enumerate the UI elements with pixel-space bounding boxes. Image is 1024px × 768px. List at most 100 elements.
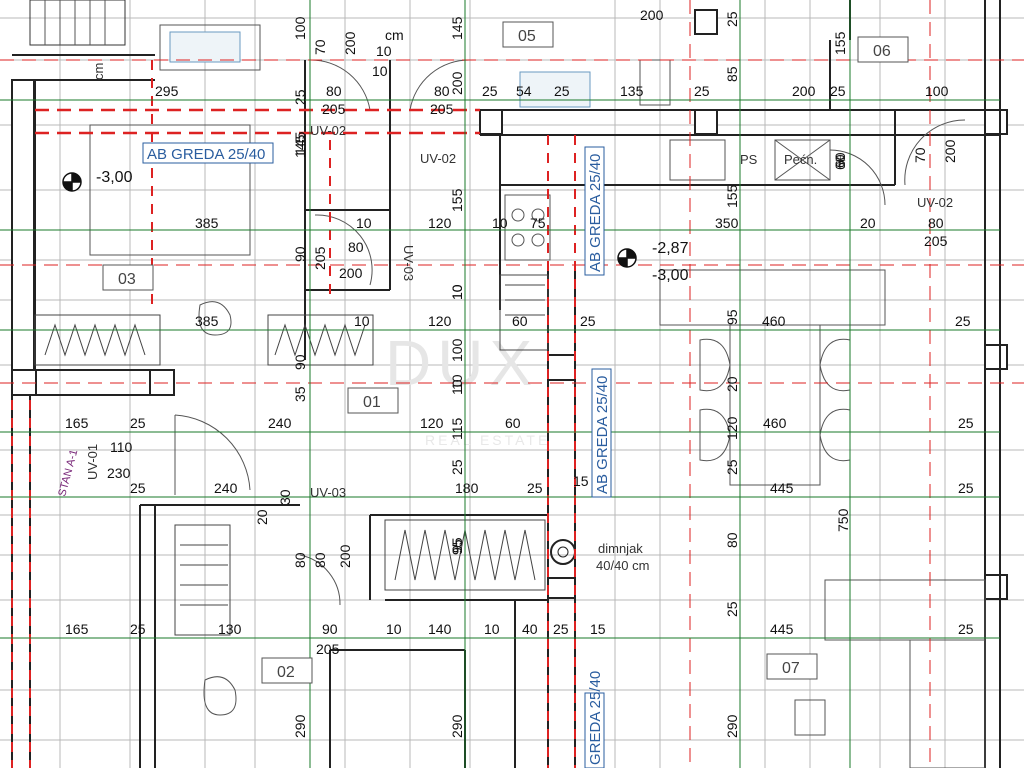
- dimension: 120: [428, 215, 452, 231]
- dimension-lines: [0, 0, 1000, 768]
- opening-label: UV-01: [85, 444, 100, 480]
- dimension: 140: [428, 621, 452, 637]
- dimension: 290: [292, 714, 308, 738]
- level-value-07-a: -2,87: [652, 240, 689, 257]
- chimney-label: dimnjak: [598, 541, 643, 556]
- notes: UV-02 UV-02 UV-02 UV-03 UV-03 UV-01 PS P…: [56, 63, 953, 573]
- oven-label: Pećn.: [784, 152, 817, 167]
- room-label-06: 06: [873, 43, 891, 60]
- dimension: 200: [337, 544, 353, 568]
- dimension: 90: [322, 621, 338, 637]
- watermark: DUX: [385, 327, 538, 399]
- dimension: 200: [792, 83, 816, 99]
- room-label-01: 01: [363, 394, 381, 411]
- dimension: 120: [428, 313, 452, 329]
- opening-label: UV-02: [310, 123, 346, 138]
- dimension: 350: [715, 215, 739, 231]
- dimension: 100: [449, 338, 465, 362]
- watermark-subtitle: REAL ESTATE: [425, 432, 550, 448]
- dimension: 70: [312, 39, 328, 55]
- dimension: 385: [195, 313, 219, 329]
- dimension: 10: [449, 374, 465, 390]
- dimension: 445: [770, 621, 794, 637]
- dimension: 90: [292, 354, 308, 370]
- dimension: 80: [928, 215, 944, 231]
- oven-box: [774, 139, 831, 181]
- dimension: 135: [620, 83, 644, 99]
- beam-label-1: AB GREDA 25/40: [147, 146, 265, 163]
- level-markers: -3,00 -2,87 -3,00: [62, 169, 689, 284]
- dimension: 80: [348, 239, 364, 255]
- dimension: 460: [762, 313, 786, 329]
- dimension: 35: [292, 386, 308, 402]
- dimension: 95: [449, 537, 465, 553]
- dimension: 240: [268, 415, 292, 431]
- dimension: 200: [342, 31, 358, 55]
- dining-table: [729, 324, 821, 486]
- dimension: 130: [218, 621, 242, 637]
- dimension: 20: [254, 509, 270, 525]
- dimension: 60: [832, 154, 848, 170]
- opening-label: UV-02: [917, 195, 953, 210]
- dimension: 205: [430, 101, 454, 117]
- dimension: 145: [292, 134, 308, 158]
- dimension: 10: [492, 215, 508, 231]
- dimension: 25: [694, 83, 710, 99]
- stove: [504, 194, 551, 261]
- room-label-05: 05: [518, 28, 536, 45]
- dimension: 20: [860, 215, 876, 231]
- dimension: 445: [770, 480, 794, 496]
- dimension: 60: [832, 152, 848, 168]
- vertical-dimension-texts: 100 145 25 145 155 90 205 80 200 90 35 1…: [254, 7, 958, 738]
- dimension: 95: [449, 539, 465, 555]
- dimension: 25: [580, 313, 596, 329]
- dimension: 20: [724, 376, 740, 392]
- sofa: [824, 579, 986, 641]
- dimension: 25: [553, 621, 569, 637]
- dimension: 205: [924, 233, 948, 249]
- dimension: 15: [590, 621, 606, 637]
- room-label-03: 03: [118, 271, 136, 288]
- toilet-05: [639, 59, 671, 106]
- dimension: 25: [958, 621, 974, 637]
- dimension: 25: [130, 480, 146, 496]
- dimension: 25: [482, 83, 498, 99]
- room-label-02: 02: [277, 664, 295, 681]
- kitchen-sink: [669, 139, 726, 181]
- dimension: 70: [912, 147, 928, 163]
- dimension: 155: [724, 184, 740, 208]
- dimension: 10: [386, 621, 402, 637]
- dimension: 60: [505, 415, 521, 431]
- bed-03: [89, 124, 251, 256]
- dimension: 25: [958, 480, 974, 496]
- dimension: 200: [640, 7, 664, 23]
- furniture: [29, 0, 986, 768]
- dimension: 200: [339, 265, 363, 281]
- dimension: 10: [376, 43, 392, 59]
- dimension: 80: [312, 552, 328, 568]
- unit-cm-label: cm: [91, 63, 106, 80]
- dimension: 25: [449, 459, 465, 475]
- level-value-07-b: -3,00: [652, 267, 689, 284]
- shaft-label: PS: [740, 152, 758, 167]
- dimension: 30: [277, 489, 293, 505]
- dimension: 165: [65, 415, 89, 431]
- dimension: 90: [292, 246, 308, 262]
- dimension: 295: [155, 83, 179, 99]
- dimension: 25: [724, 459, 740, 475]
- dimension: 290: [724, 714, 740, 738]
- opening-label: UV-02: [420, 151, 456, 166]
- dimension: 155: [832, 31, 848, 55]
- beam-label-2: AB GREDA 25/40: [587, 154, 604, 272]
- opening-label: UV-03: [401, 245, 416, 281]
- dimension: 10: [449, 379, 465, 395]
- dimension: 10: [372, 63, 388, 79]
- dimension: 80: [434, 83, 450, 99]
- sink-05: [519, 71, 591, 108]
- dimension: 120: [724, 416, 740, 440]
- chimney-size-label: 40/40 cm: [596, 558, 649, 573]
- dimension: 10: [356, 215, 372, 231]
- dimension: 95: [724, 309, 740, 325]
